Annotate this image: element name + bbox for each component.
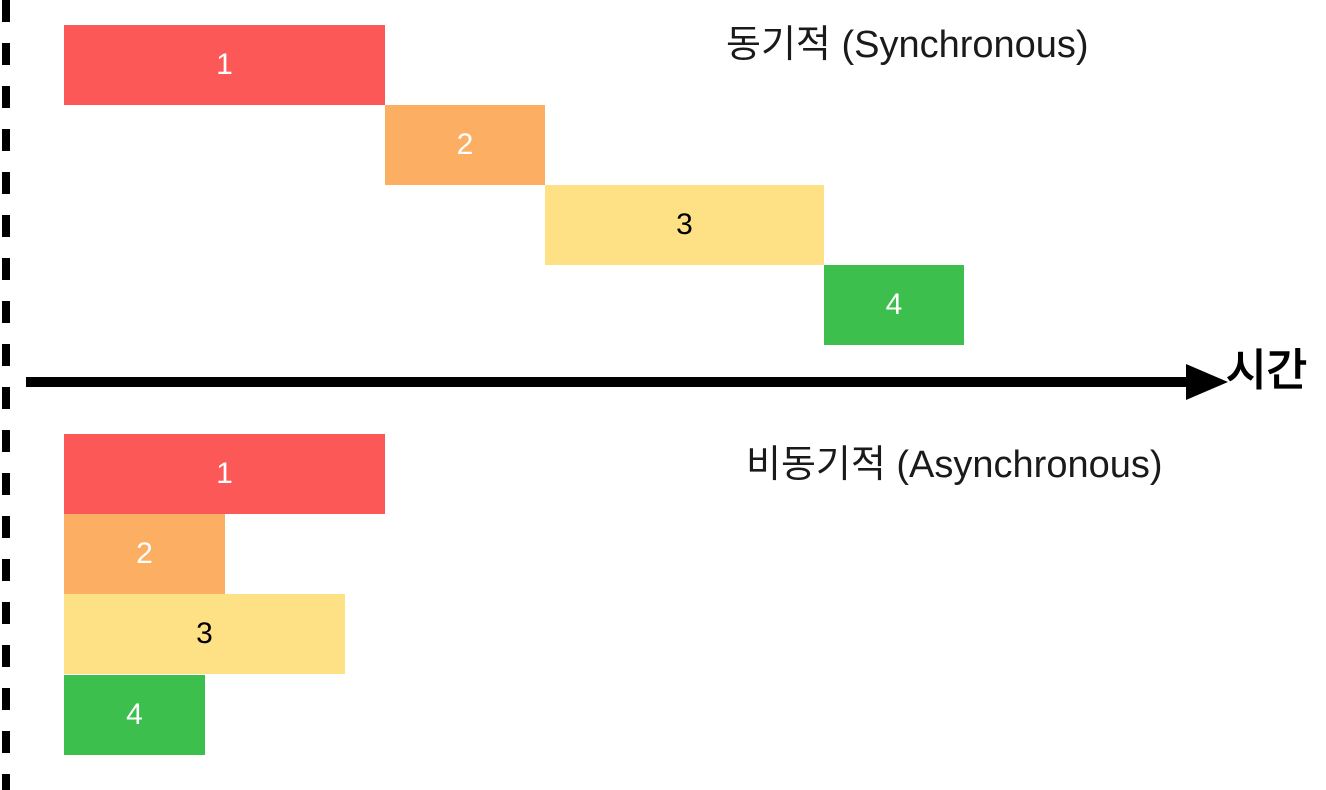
synchronous-task-bar-label: 3: [676, 208, 693, 241]
asynchronous-task-bar-label: 2: [136, 537, 153, 570]
synchronous-task-bar-label: 2: [456, 128, 474, 161]
asynchronous-task-bar-4[interactable]: 4: [64, 675, 205, 755]
time-axis-label: 시간: [1226, 346, 1307, 395]
synchronous-task-bar-1[interactable]: 1: [64, 25, 385, 105]
synchronous-task-bar-label: 4: [885, 288, 903, 321]
right-arrow-icon: [1186, 364, 1228, 400]
asynchronous-task-bar-label: 3: [196, 617, 213, 650]
synchronous-task-bar-3[interactable]: 3: [545, 185, 824, 265]
asynchronous-task-bar-1[interactable]: 1: [64, 434, 385, 514]
dashed-boundary-line: [2, 0, 10, 790]
synchronous-task-bar-label: 1: [216, 48, 233, 81]
asynchronous-task-bar-label: 1: [216, 457, 233, 490]
synchronous-task-bar-2[interactable]: 2: [385, 105, 545, 185]
asynchronous-task-bar-3[interactable]: 3: [64, 594, 345, 674]
time-axis-line: [26, 377, 1196, 387]
synchronous-task-bar-4[interactable]: 4: [824, 265, 964, 345]
section-caption-asynchronous: 비동기적 (Asynchronous): [746, 444, 1163, 486]
asynchronous-task-bar-label: 4: [126, 698, 143, 731]
asynchronous-task-bar-2[interactable]: 2: [64, 514, 225, 594]
section-caption-synchronous: 동기적 (Synchronous): [726, 24, 1089, 66]
